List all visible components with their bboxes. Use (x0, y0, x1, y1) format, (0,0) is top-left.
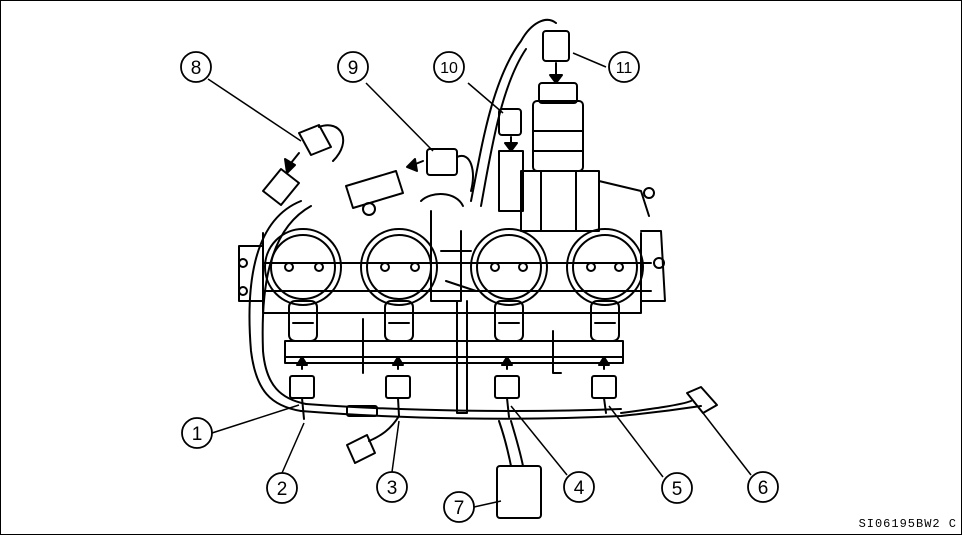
throttle-bore-3 (471, 229, 547, 305)
drop-1 (302, 398, 304, 419)
leader-1 (212, 405, 299, 433)
callout-3: 3 (377, 472, 407, 502)
arrow-8 (291, 153, 299, 163)
injector-1 (289, 301, 317, 341)
right-bracket-bolt-2 (644, 188, 654, 198)
sensor-bracket-arm (599, 181, 649, 216)
svg-text:11: 11 (616, 60, 633, 77)
bracket-10 (499, 151, 523, 211)
injector-4 (591, 301, 619, 341)
figure-code: SI06195BW2 C (859, 517, 957, 531)
callout-4: 4 (564, 472, 594, 502)
svg-text:1: 1 (192, 424, 203, 445)
svg-text:10: 10 (440, 60, 458, 77)
sensor-head (533, 101, 583, 171)
svg-text:3: 3 (387, 478, 398, 499)
sensor-fins (533, 131, 583, 231)
svg-text:8: 8 (191, 58, 202, 79)
loose-connector-wire (369, 416, 399, 441)
leader-11 (573, 53, 606, 67)
injector-2 (385, 301, 413, 341)
throttle-bore-1 (265, 229, 341, 305)
callout-1: 1 (182, 418, 212, 448)
arrow-9-head (407, 159, 417, 171)
leader-6 (703, 413, 751, 475)
throttle-bore-2 (361, 229, 437, 305)
drop-3 (507, 398, 509, 417)
callout-5: 5 (662, 473, 692, 503)
leader-2 (282, 423, 304, 473)
connector-9-wire (457, 156, 473, 191)
leader-4 (511, 406, 567, 475)
sensor-housing (521, 171, 599, 231)
arrow-11-head (550, 75, 562, 83)
hose-right (553, 331, 561, 373)
arrow-10-head (505, 143, 517, 151)
mating-8 (263, 169, 299, 205)
connector-8 (299, 125, 331, 155)
callout-6: 6 (748, 472, 778, 502)
callout-11: 11 (609, 52, 639, 82)
callout-8: 8 (181, 52, 211, 82)
mating-9 (346, 171, 403, 208)
mating-9-bolt (363, 203, 375, 215)
left-bracket-bolt (239, 259, 247, 267)
callout-7: 7 (444, 492, 474, 522)
left-bracket-bolt-2 (239, 287, 247, 295)
throttle-bore-4 (567, 229, 643, 305)
connector-7 (497, 466, 541, 518)
callout-10: 10 (434, 52, 464, 82)
leader-8 (208, 79, 301, 141)
center-pipe (421, 194, 463, 206)
svg-text:6: 6 (758, 478, 769, 499)
harness-left (249, 201, 301, 411)
leader-5 (609, 406, 663, 477)
mount-plate (285, 341, 623, 357)
leader-3 (392, 421, 399, 472)
drop-4 (604, 398, 606, 413)
callout-9: 9 (338, 52, 368, 82)
leader-9 (366, 83, 433, 151)
svg-text:2: 2 (277, 479, 288, 500)
injector-3 (495, 301, 523, 341)
svg-text:7: 7 (454, 498, 465, 519)
svg-text:9: 9 (348, 58, 359, 79)
svg-text:5: 5 (672, 479, 683, 500)
drop-2 (398, 398, 399, 416)
connector-6 (687, 387, 717, 413)
connector-7-wire (499, 421, 523, 466)
callout-2: 2 (267, 473, 297, 503)
center-linkage (431, 211, 476, 301)
svg-text:4: 4 (574, 478, 585, 499)
connector-11 (543, 31, 569, 61)
connector-9 (427, 149, 457, 175)
